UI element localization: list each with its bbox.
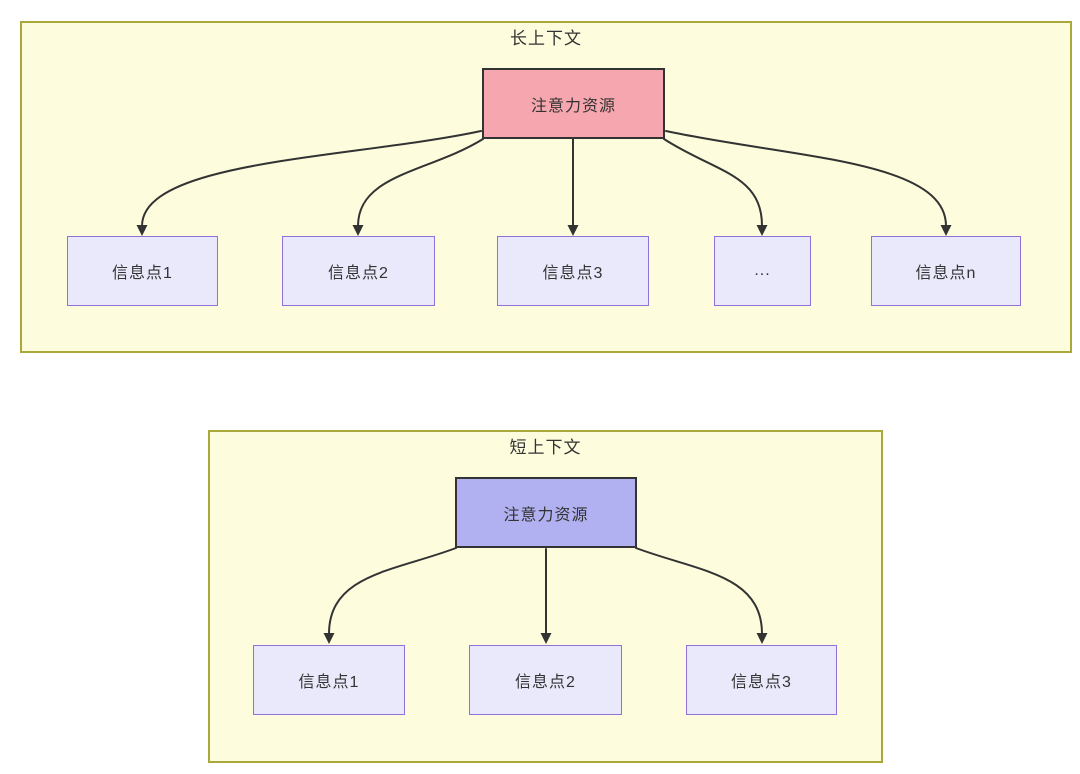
info-point-box-short-3: 信息点3 <box>686 645 837 715</box>
attention-resource-box-long: 注意力资源 <box>482 68 665 139</box>
info-point-box-long-1: 信息点1 <box>67 236 218 306</box>
info-point-box-short-1: 信息点1 <box>253 645 405 715</box>
long-context-title: 长上下文 <box>510 29 582 48</box>
info-point-box-long-2: 信息点2 <box>282 236 435 306</box>
short-context-title: 短上下文 <box>509 438 582 457</box>
info-point-box-short-2: 信息点2 <box>469 645 622 715</box>
attention-resource-box-short: 注意力资源 <box>455 477 637 548</box>
info-point-box-long-n: 信息点n <box>871 236 1021 306</box>
info-point-box-long-3: 信息点3 <box>497 236 649 306</box>
info-point-box-long-ellipsis: ... <box>714 236 811 306</box>
